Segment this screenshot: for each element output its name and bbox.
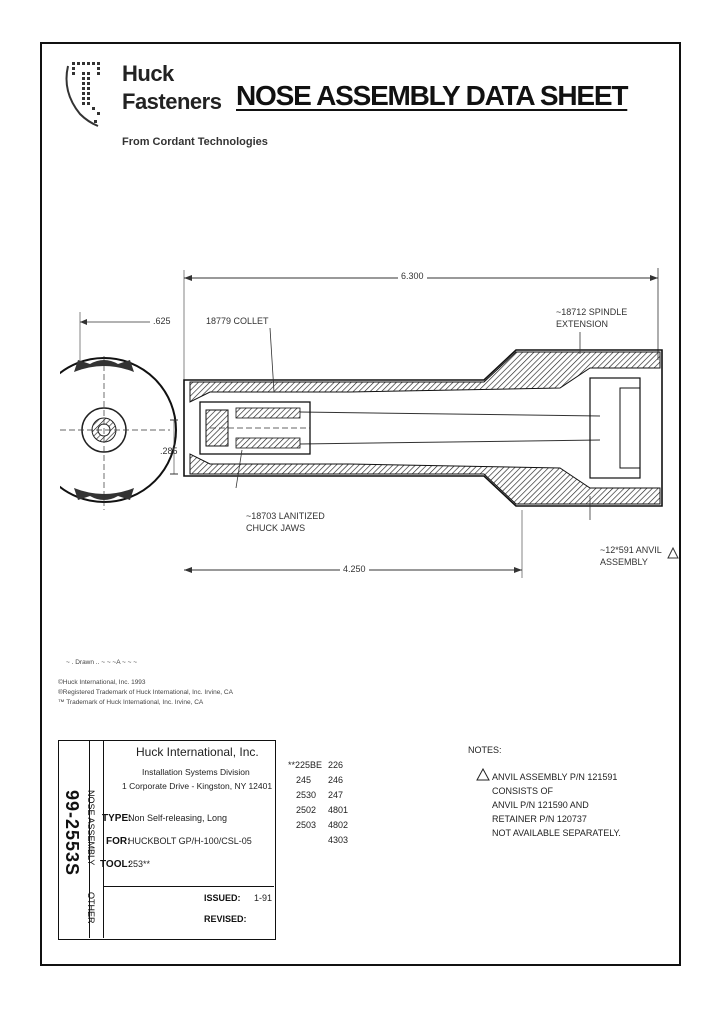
title-block <box>58 740 276 940</box>
warning-triangle-icon <box>476 768 490 781</box>
tool-item: 247 <box>328 790 344 800</box>
tool-item: 2502 <box>296 805 317 815</box>
note-line-4: RETAINER P/N 120737 <box>492 814 587 824</box>
logo-tagline: From Cordant Technologies <box>122 136 268 148</box>
overall-length-dim: 6.300 <box>398 271 427 281</box>
huck-logo-mark <box>65 62 100 127</box>
tool-list-col1: **225BE 245 2530 2502 2503 <box>288 758 322 833</box>
tool-label: TOOL: <box>100 859 131 870</box>
tool-item: 245 <box>296 775 312 785</box>
for-label: FOR: <box>106 836 131 847</box>
tb-divider-2 <box>103 741 104 938</box>
nose-assembly-drawing <box>60 268 679 578</box>
page-title: NOSE ASSEMBLY DATA SHEET <box>236 80 628 111</box>
logo-line-huck: Huck <box>122 61 174 86</box>
face-dim: .625 <box>150 316 174 326</box>
copyright-note: ©Huck International, Inc. 1993 <box>58 679 146 686</box>
note-line-1: ANVIL ASSEMBLY P/N 121591 <box>492 772 618 782</box>
trademark-note: ™ Trademark of Huck International, Inc. … <box>58 699 204 706</box>
registered-note: ®Registered Trademark of Huck Internatio… <box>58 689 233 696</box>
front-length-dim: 4.250 <box>340 564 369 574</box>
notes-header: NOTES: <box>468 745 502 755</box>
type-label: TYPE: <box>102 813 132 824</box>
tool-item: 246 <box>328 775 344 785</box>
tool-item: 226 <box>328 760 344 770</box>
nose-assembly-label: NOSE ASSEMBLY <box>86 790 96 866</box>
spindle-callout: ~18712 SPINDLE EXTENSION <box>556 307 628 329</box>
logo-line-fasteners: Fasteners <box>122 89 222 114</box>
tb-divider-3 <box>103 886 274 887</box>
page-border <box>40 42 681 966</box>
other-label: OTHER <box>86 892 96 924</box>
chuck-jaws-callout: ~18703 LANITIZED CHUCK JAWS <box>246 511 325 533</box>
note-line-2: CONSISTS OF <box>492 786 554 796</box>
division-name: Installation Systems Division <box>142 767 250 777</box>
address: 1 Corporate Drive - Kingston, NY 12401 <box>122 781 273 791</box>
tool-item: 4802 <box>328 820 349 830</box>
for-value: HUCKBOLT GP/H-100/CSL-05 <box>128 836 252 846</box>
tool-item: 2530 <box>296 790 317 800</box>
company-name: Huck International, Inc. <box>136 745 259 759</box>
bore-dim: .285 <box>160 446 178 456</box>
tool-item: 4303 <box>328 835 349 845</box>
tool-item: 4801 <box>328 805 349 815</box>
note-line-3: ANVIL P/N 121590 AND <box>492 800 589 810</box>
tool-item: 2503 <box>296 820 317 830</box>
drawn-note: ~ . Drawn .. ~ ~ ~A ~ ~ ~ <box>66 659 138 666</box>
tool-value: 253** <box>128 859 151 869</box>
issued-value: 1-91 <box>254 893 273 903</box>
revised-label: REVISED: <box>204 914 247 924</box>
collet-callout: 18779 COLLET <box>206 316 269 326</box>
tool-list-col2: 226 246 247 4801 4802 4303 <box>328 758 348 848</box>
anvil-callout: ~12*591 ANVIL ASSEMBLY <box>600 545 662 567</box>
tb-divider-1 <box>89 741 90 938</box>
doc-number: 99-2553S <box>62 790 82 877</box>
tool-item: **225BE <box>288 760 323 770</box>
issued-label: ISSUED: <box>204 893 241 903</box>
type-value: Non Self-releasing, Long <box>128 813 228 823</box>
note-line-5: NOT AVAILABLE SEPARATELY. <box>492 828 621 838</box>
